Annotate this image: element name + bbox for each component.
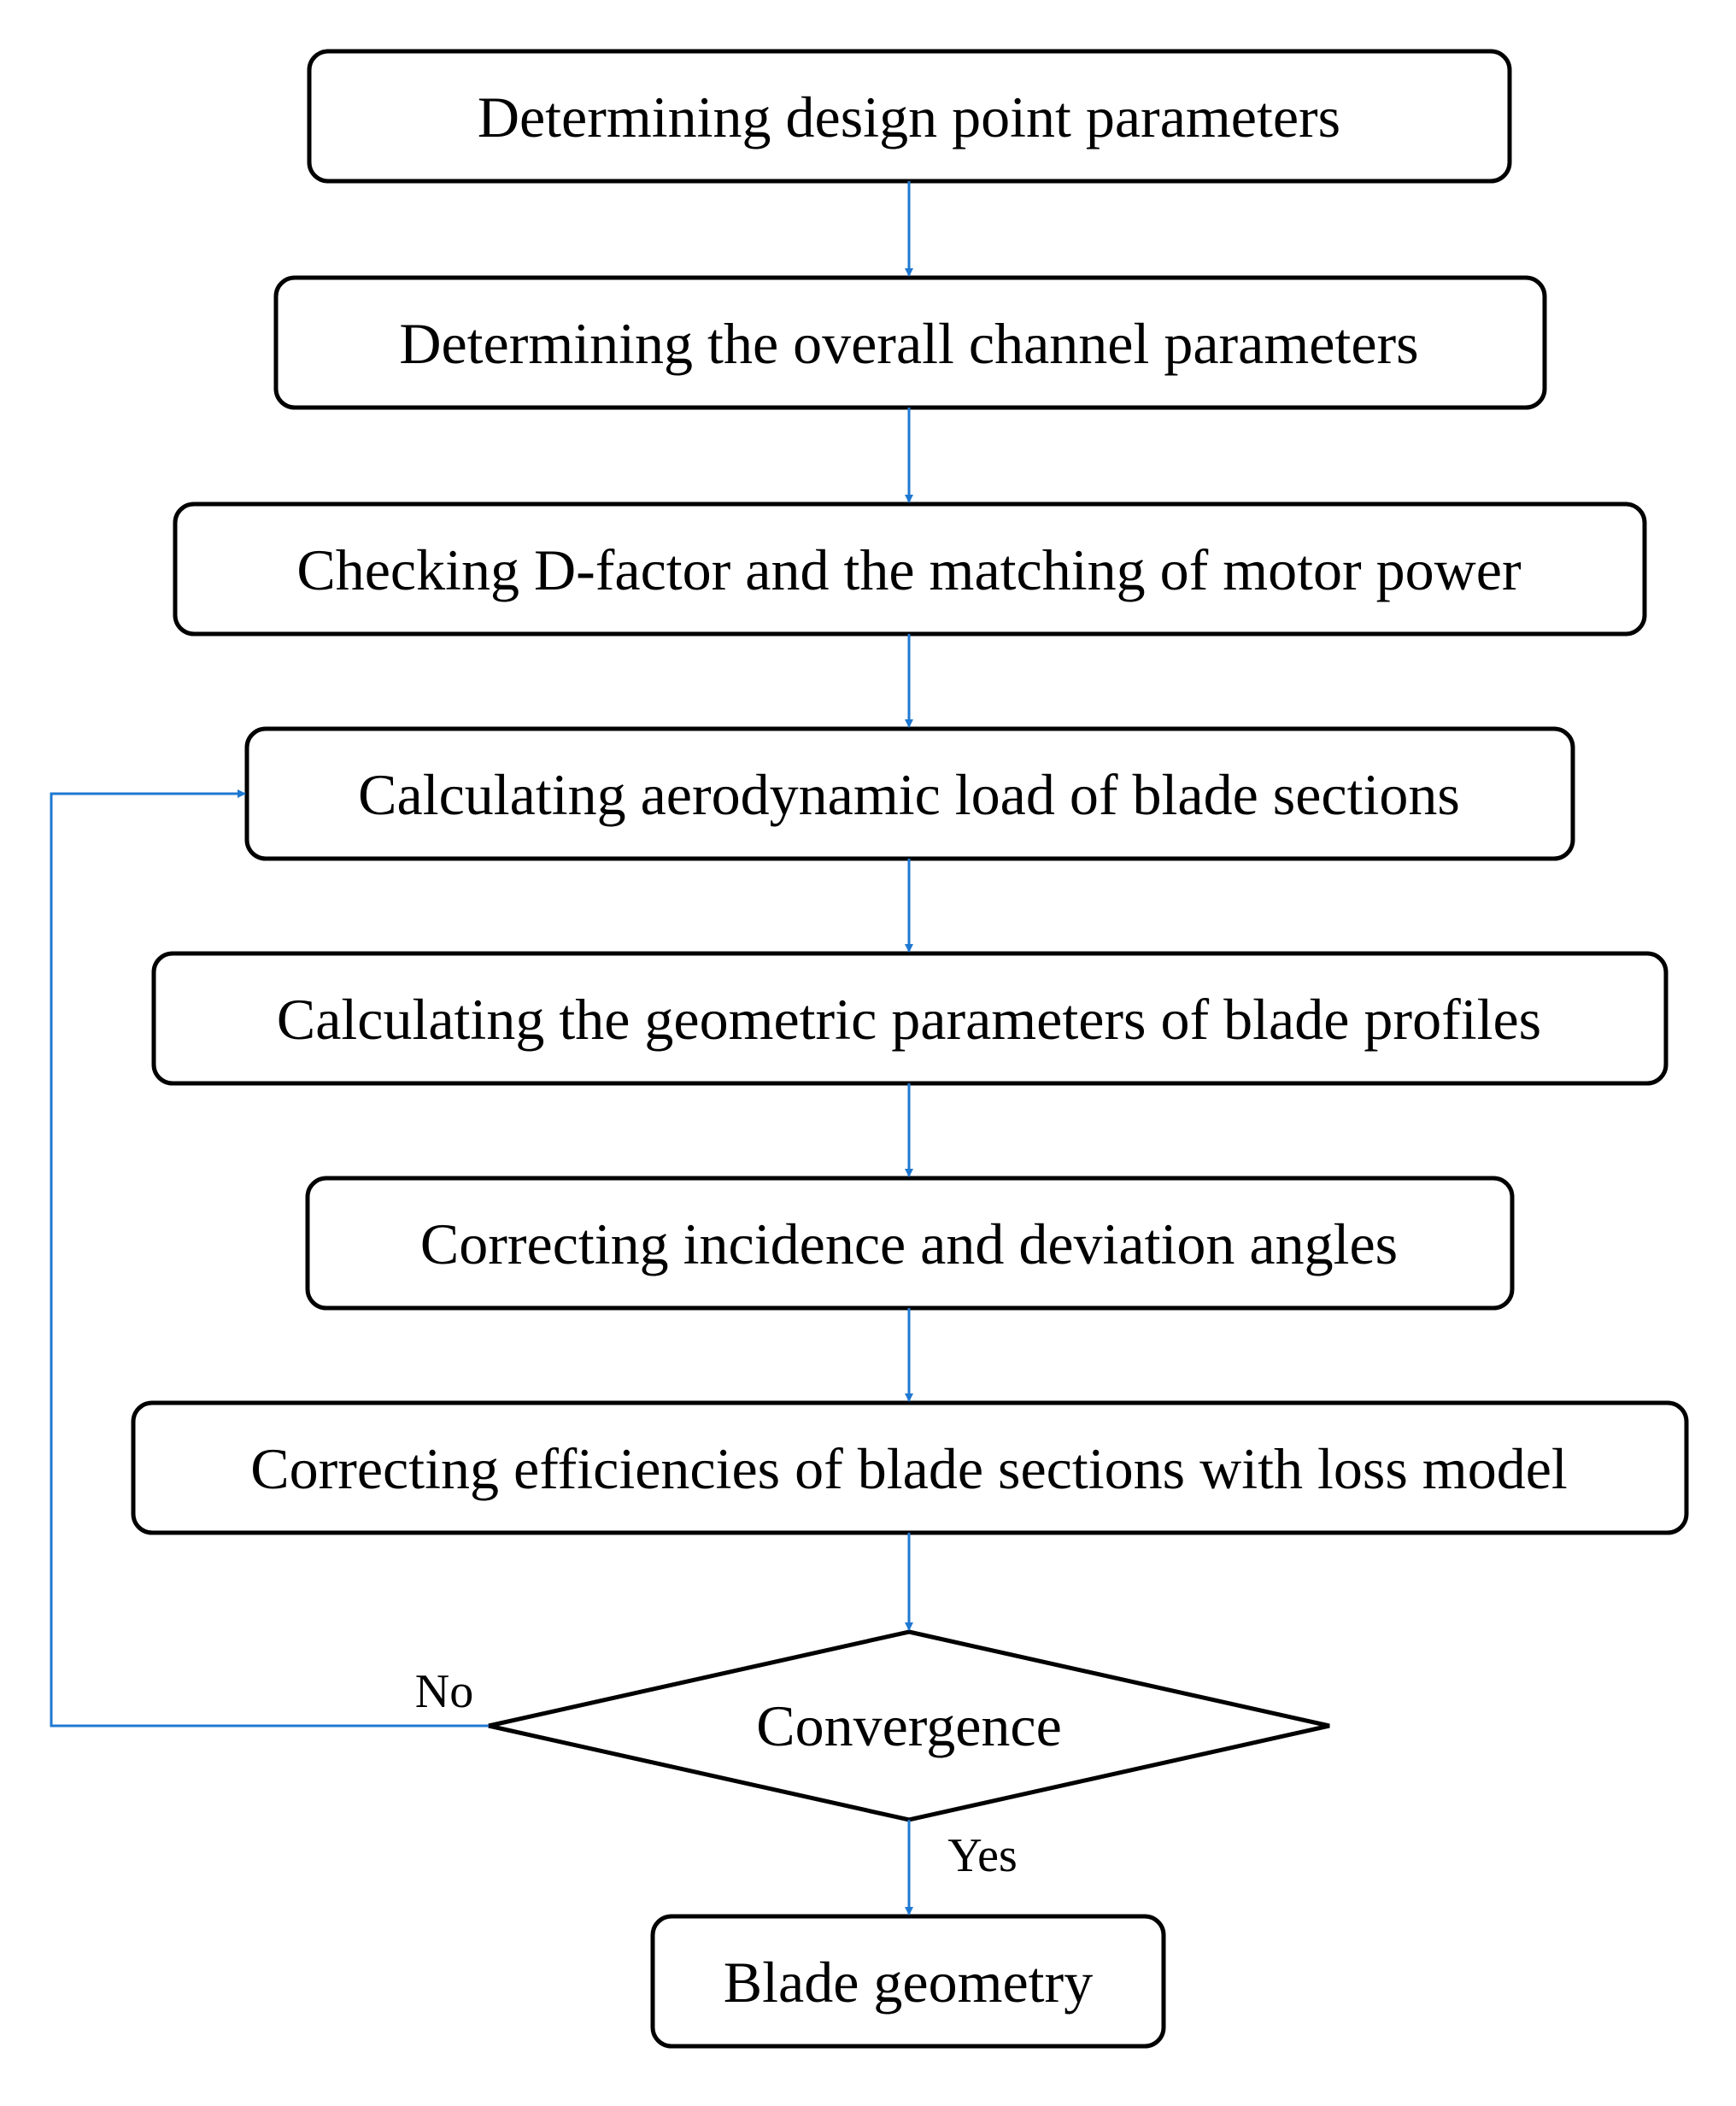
result-box: [650, 1914, 1166, 2049]
step-label: Determining design point parameters: [478, 85, 1340, 150]
arrow-no-loop: [50, 789, 489, 1728]
step-calculating-aerodynamic-load: Calculating aerodynamic load of blade se…: [244, 726, 1575, 861]
step-determining-design-point: Determining design point parameters: [307, 49, 1512, 184]
result-label: Blade geometry: [724, 1950, 1093, 2015]
step-label: Calculating the geometric parameters of …: [277, 987, 1541, 1052]
step-calculating-geometric-parameters: Calculating the geometric parameters of …: [151, 951, 1669, 1086]
step-label: Calculating aerodynamic load of blade se…: [358, 762, 1460, 827]
step-label: Correcting efficiencies of blade section…: [250, 1436, 1568, 1501]
branch-label-yes: Yes: [947, 1829, 1017, 1882]
result-blade-geometry: Blade geometry: [650, 1914, 1166, 2049]
step-label: Checking D-factor and the matching of mo…: [296, 537, 1522, 602]
decision-label: Convergence: [756, 1693, 1062, 1758]
step-label: Correcting incidence and deviation angle…: [420, 1211, 1398, 1276]
step-determining-channel-parameters: Determining the overall channel paramete…: [273, 275, 1547, 410]
step-label: Determining the overall channel paramete…: [399, 311, 1418, 376]
decision-convergence: Convergence: [488, 1629, 1330, 1822]
step-correcting-angles: Correcting incidence and deviation angle…: [305, 1176, 1515, 1311]
step-checking-d-factor: Checking D-factor and the matching of mo…: [173, 502, 1647, 636]
step-correcting-efficiencies: Correcting efficiencies of blade section…: [131, 1400, 1689, 1535]
branch-label-no: No: [415, 1665, 473, 1718]
